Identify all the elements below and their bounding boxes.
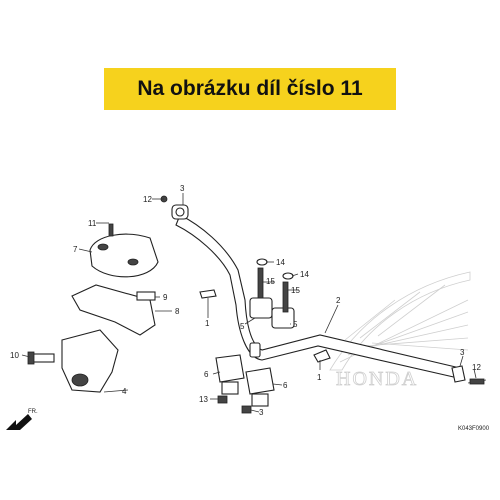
nut-left (217, 395, 228, 404)
callout-10: 10 (10, 351, 19, 360)
pin-left (199, 289, 217, 299)
callout-15-left: 15 (266, 277, 275, 286)
banner-text: Na obrázku díl číslo 11 (137, 77, 363, 100)
callout-1-right: 1 (317, 373, 322, 382)
right-bar-end (451, 365, 487, 385)
front-label: FR. (28, 409, 38, 415)
callout-6-right: 6 (283, 381, 288, 390)
honda-wing-logo (329, 271, 471, 371)
callout-5-left: 5 (240, 322, 245, 331)
callout-4: 4 (122, 387, 127, 396)
lower-clamp (27, 329, 119, 393)
upper-holder-right (271, 272, 295, 329)
callout-2: 2 (336, 296, 341, 305)
honda-logo-text: HONDA (336, 368, 418, 390)
callout-6-left: 6 (204, 370, 209, 379)
title-banner: Na obrázku díl číslo 11 (104, 68, 396, 110)
callout-9: 9 (163, 293, 168, 302)
callout-3-nut: 3 (259, 408, 264, 417)
callout-14-right: 14 (300, 270, 309, 279)
callout-1-left: 1 (205, 319, 210, 328)
upper-holder-left (249, 258, 273, 319)
callout-5-right: 5 (293, 320, 298, 329)
front-arrow-icon (6, 414, 32, 430)
callout-12-right: 12 (472, 363, 481, 372)
diagram-code: K043F0900 (458, 426, 490, 432)
left-bar-end (160, 195, 189, 220)
callout-8: 8 (175, 307, 180, 316)
callout-12-left: 12 (143, 195, 152, 204)
nut-right (241, 405, 252, 414)
callout-14-left: 14 (276, 258, 285, 267)
pin-right (313, 349, 331, 363)
callout-7: 7 (73, 245, 78, 254)
callout-11: 11 (88, 219, 97, 228)
top-cover (89, 223, 159, 278)
callout-3-right: 3 (460, 348, 465, 357)
lower-holder-right (245, 367, 275, 407)
mounting-bracket (71, 284, 156, 336)
callout-15-right: 15 (291, 286, 300, 295)
lower-holder-left (215, 354, 245, 395)
leader-lines (21, 193, 477, 413)
callout-13: 13 (199, 395, 208, 404)
callout-3-left: 3 (180, 184, 185, 193)
